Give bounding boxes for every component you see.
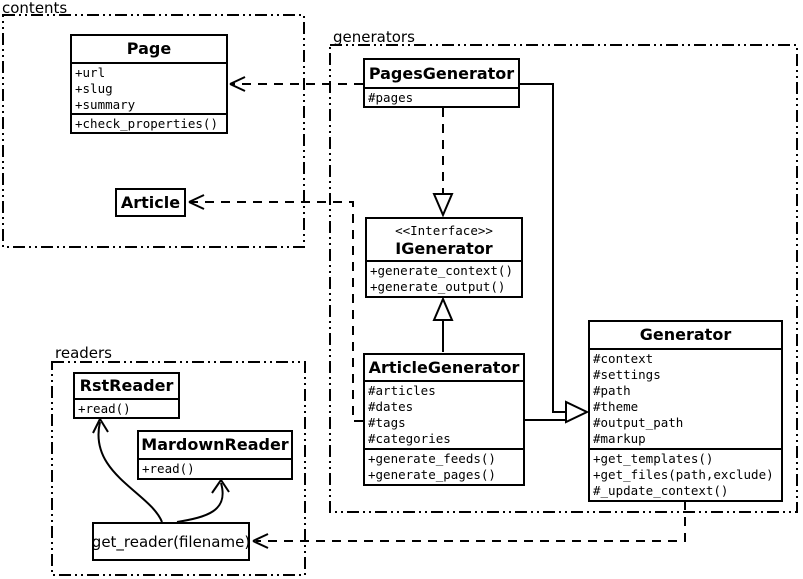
package-label-readers: readers	[55, 344, 112, 362]
association-getreader-to-mardownreader	[176, 479, 230, 523]
class-articlegenerator-title: ArticleGenerator	[368, 358, 520, 377]
class-articlegenerator-methods: +generate_feeds() +generate_pages()	[365, 448, 523, 484]
class-generator-attributes: #context #settings #path #theme #output_…	[590, 348, 781, 448]
class-page-methods: +check_properties()	[72, 113, 226, 132]
generalization-pagesgenerator-to-generator	[520, 83, 567, 413]
class-igenerator-methods: +generate_context() +generate_output()	[367, 260, 521, 296]
node-get-reader: get_reader(filename)	[92, 522, 250, 561]
class-pagesgenerator: PagesGenerator #pages	[363, 58, 520, 108]
class-generator: Generator #context #settings #path #them…	[588, 320, 783, 502]
class-article: Article	[115, 188, 186, 217]
class-rstreader-title: RstReader	[79, 376, 174, 395]
class-generator-title: Generator	[639, 325, 732, 344]
class-pagesgenerator-title: PagesGenerator	[368, 64, 515, 83]
class-pagesgenerator-attributes: #pages	[365, 87, 518, 106]
class-page: Page +url +slug +summary +check_properti…	[70, 34, 228, 134]
dependency-articlegenerator-to-article	[188, 194, 363, 422]
package-label-generators: generators	[333, 28, 415, 46]
class-mardownreader: MardownReader +read()	[137, 430, 293, 480]
class-rstreader-methods: +read()	[75, 398, 178, 417]
class-articlegenerator-attributes: #articles #dates #tags #categories	[365, 380, 523, 448]
class-rstreader: RstReader +read()	[73, 372, 180, 419]
class-igenerator-stereotype: <<Interface>>	[395, 223, 493, 238]
class-mardownreader-methods: +read()	[139, 458, 291, 478]
realization-arrow-igenerator-top	[432, 193, 454, 218]
package-label-contents: contents	[2, 0, 68, 17]
class-articlegenerator: ArticleGenerator #articles #dates #tags …	[363, 353, 525, 486]
class-article-title: Article	[120, 193, 181, 212]
node-get-reader-label: get_reader(filename)	[91, 532, 251, 551]
class-page-attributes: +url +slug +summary	[72, 62, 226, 113]
generalization-arrow-generator-left	[565, 400, 590, 424]
class-igenerator: <<Interface>> IGenerator +generate_conte…	[365, 217, 523, 298]
dependency-generator-to-getreader	[252, 501, 686, 549]
generalization-arrow-igenerator-bottom	[432, 296, 454, 321]
class-igenerator-title: IGenerator	[395, 239, 493, 258]
class-page-title: Page	[126, 39, 172, 58]
class-igenerator-header: <<Interface>> IGenerator	[367, 219, 521, 260]
class-mardownreader-title: MardownReader	[141, 435, 289, 454]
class-generator-methods: +get_templates() +get_files(path,exclude…	[590, 448, 781, 500]
dependency-pagesgenerator-to-page	[229, 76, 363, 92]
